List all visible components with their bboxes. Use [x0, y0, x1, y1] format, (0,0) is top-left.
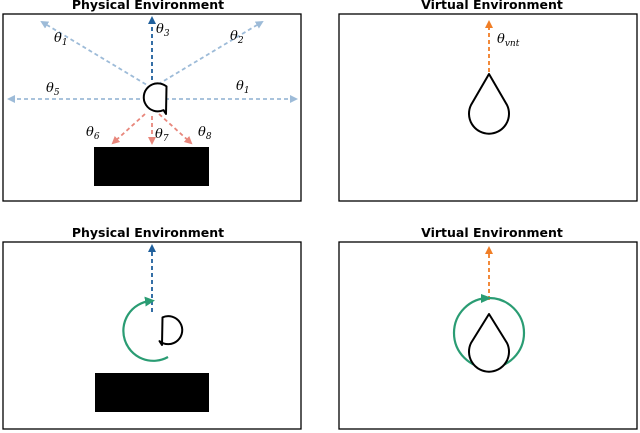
panel-top-left: θ1 θ3 θ2 θ5 θ1 θ6 θ7 θ8 — [2, 13, 302, 202]
panel-frame — [2, 13, 302, 202]
panel-title-bottom-right: Virtual Environment — [421, 225, 563, 240]
obstacle — [95, 373, 209, 412]
obstacle — [94, 147, 209, 186]
user-icon — [468, 73, 510, 135]
label-theta-2: θ2 — [230, 29, 244, 46]
panel-top-right: θvnt — [338, 13, 638, 202]
label-theta-6: θ6 — [86, 125, 100, 142]
user-icon — [158, 315, 184, 346]
rotation-arrowhead — [481, 294, 492, 303]
label-theta-5: θ5 — [46, 81, 60, 98]
label-theta-7: θ7 — [155, 127, 169, 144]
label-theta-virtual: θvnt — [497, 32, 520, 49]
label-theta-1-upper-left: θ1 — [54, 31, 68, 48]
user-icon — [468, 313, 510, 373]
panel-bottom-left — [2, 241, 302, 430]
panel-frame — [338, 13, 638, 202]
rotation-arrow — [122, 296, 169, 362]
ray-down-right — [158, 113, 193, 145]
label-theta-1-right: θ1 — [236, 79, 250, 96]
panel-frame — [338, 241, 638, 430]
ray-upper-right — [151, 20, 264, 89]
panel-title-bottom-left: Physical Environment — [71, 225, 225, 240]
panel-frame — [2, 241, 302, 430]
panel-title-top-left: Physical Environment — [71, 0, 225, 12]
ray-upper-left — [40, 20, 153, 89]
label-theta-3: θ3 — [156, 22, 170, 39]
label-theta-8: θ8 — [198, 125, 212, 142]
ray-down-left — [111, 113, 146, 145]
panel-title-top-right: Virtual Environment — [421, 0, 563, 12]
user-icon — [142, 82, 168, 115]
panel-bottom-right — [338, 241, 638, 430]
